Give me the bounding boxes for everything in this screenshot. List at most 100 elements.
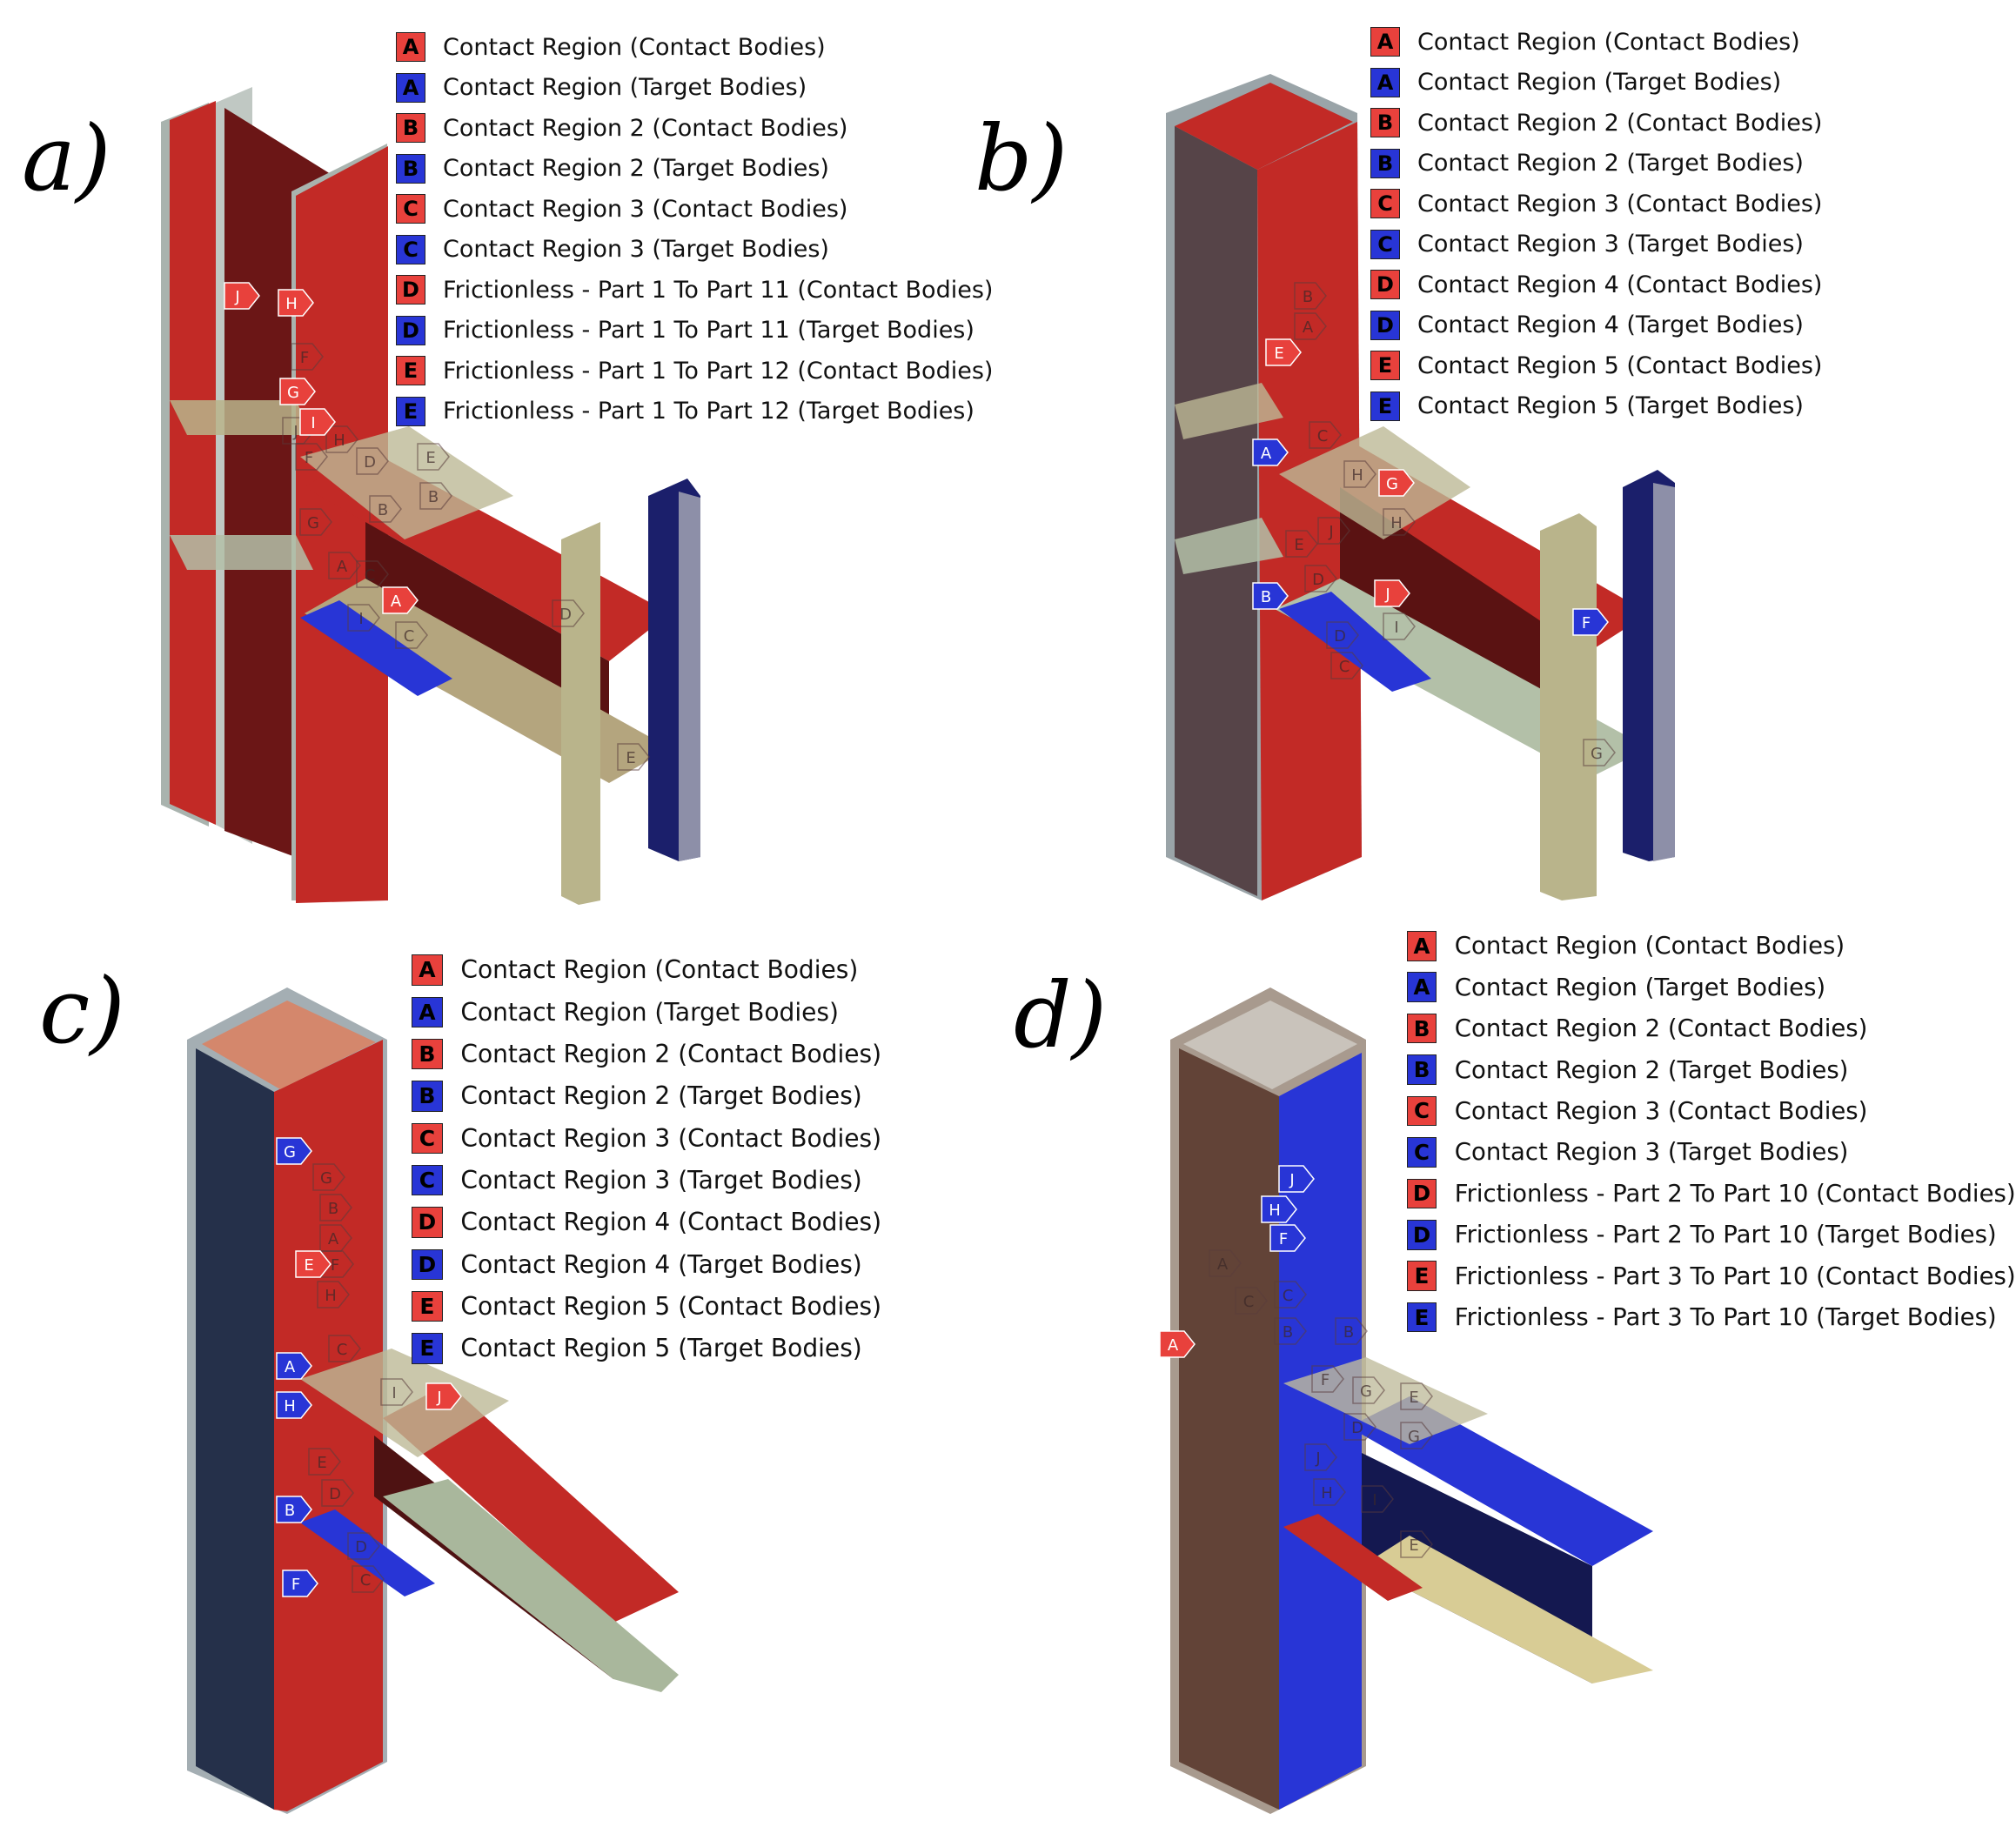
legend-badge: C [1406, 1095, 1437, 1127]
legend-badge: E [396, 396, 425, 426]
legend-text: Contact Region 5 (Contact Bodies) [460, 1292, 882, 1322]
svg-text:D: D [559, 606, 572, 624]
svg-text:G: G [1591, 745, 1603, 763]
region-marker: H [276, 1391, 312, 1419]
ghost-marker: I [1383, 612, 1416, 640]
legend-badge: A [412, 996, 443, 1027]
panel-label-c: c) [39, 958, 125, 1064]
beam-bottom-flange [1362, 1536, 1653, 1683]
ghost-marker: D [1343, 1413, 1376, 1441]
ghost-marker: D [321, 1479, 354, 1507]
legend-badge: B [412, 1038, 443, 1070]
panel-label-a: a) [22, 105, 111, 211]
svg-text:B: B [1303, 288, 1313, 306]
svg-text:F: F [291, 1576, 300, 1594]
legend-badge: E [396, 356, 425, 385]
ghost-marker: B [1335, 1317, 1368, 1345]
legend-badge: A [1406, 930, 1437, 961]
ghost-marker: D [552, 599, 585, 627]
legend-badge: B [1370, 108, 1400, 137]
ghost-marker: C [1309, 421, 1342, 449]
stiffener-plate [170, 400, 313, 435]
ghost-marker: C [1235, 1287, 1268, 1315]
svg-text:I: I [311, 414, 315, 432]
svg-text:D: D [364, 453, 376, 472]
legend-text: Contact Region (Contact Bodies) [443, 33, 826, 61]
ghost-marker: E [417, 443, 450, 471]
legend-text: Contact Region 2 (Target Bodies) [460, 1081, 862, 1111]
legend-badge: A [412, 954, 443, 986]
top-cover-plate [1279, 426, 1470, 539]
ghost-marker: J [1304, 1443, 1337, 1471]
region-marker: J [224, 282, 260, 310]
ghost-marker: I [1361, 1485, 1394, 1513]
region-marker: A [276, 1352, 312, 1380]
region-marker: G [279, 378, 316, 405]
legend-badge: B [1406, 1013, 1437, 1044]
svg-text:E: E [425, 449, 435, 467]
top-cover-plate [300, 426, 513, 539]
ghost-marker: E [1400, 1382, 1433, 1410]
bottom-plate [300, 600, 452, 696]
legend-text: Contact Region (Contact Bodies) [1454, 932, 1845, 961]
legend-badge: A [1406, 972, 1437, 1003]
region-marker: I [299, 408, 336, 436]
legend-text: Contact Region (Target Bodies) [1417, 69, 1782, 96]
ghost-marker: C [1330, 652, 1363, 679]
top-cover-plate [1283, 1357, 1488, 1444]
ghost-marker: E [1285, 530, 1318, 558]
ghost-marker: B [1274, 1317, 1307, 1345]
beam-top-flange [1349, 1396, 1653, 1566]
region-marker: G [276, 1137, 312, 1165]
svg-text:D: D [1351, 1419, 1363, 1437]
svg-text:A: A [1261, 445, 1272, 463]
svg-text:D: D [1334, 627, 1346, 646]
box-column-side [196, 1048, 274, 1810]
legend-badge: C [396, 234, 425, 264]
legend-entry: A Contact Region (Contact Bodies) [396, 31, 993, 63]
svg-text:C: C [1283, 1287, 1294, 1305]
legend-text: Frictionless - Part 3 To Part 10 (Target… [1454, 1303, 1997, 1332]
beam-bottom-flange [383, 1479, 679, 1692]
legend-badge: D [412, 1248, 443, 1280]
legend-badge: A [396, 32, 425, 62]
legend-badge: B [412, 1081, 443, 1112]
svg-text:H: H [1321, 1484, 1333, 1503]
svg-text:I: I [1394, 619, 1398, 637]
svg-text:E: E [1409, 1389, 1418, 1407]
bottom-plate [1283, 1514, 1423, 1601]
svg-text:C: C [1243, 1293, 1255, 1311]
svg-text:H: H [1390, 514, 1403, 532]
ghost-marker: B [1294, 282, 1327, 310]
legend-text: Contact Region 3 (Target Bodies) [1417, 231, 1804, 258]
end-post-navy-side [679, 492, 700, 861]
svg-text:A: A [1303, 318, 1314, 337]
svg-text:A: A [337, 558, 348, 576]
svg-text:J: J [292, 423, 298, 441]
svg-text:E: E [626, 749, 635, 767]
svg-text:D: D [355, 1538, 367, 1556]
ghost-marker: C [352, 1565, 385, 1593]
legend-text: Contact Region 3 (Target Bodies) [1454, 1138, 1849, 1167]
legend-panel-d: A Contact Region (Contact Bodies) A Contact… [1406, 930, 2016, 1342]
legend-text: Contact Region 5 (Target Bodies) [1417, 392, 1804, 419]
box-column-top [1183, 1001, 1357, 1089]
legend-badge: C [1370, 189, 1400, 218]
ghost-marker: G [312, 1163, 345, 1191]
svg-text:A: A [1217, 1255, 1229, 1274]
region-marker: H [1261, 1195, 1297, 1223]
